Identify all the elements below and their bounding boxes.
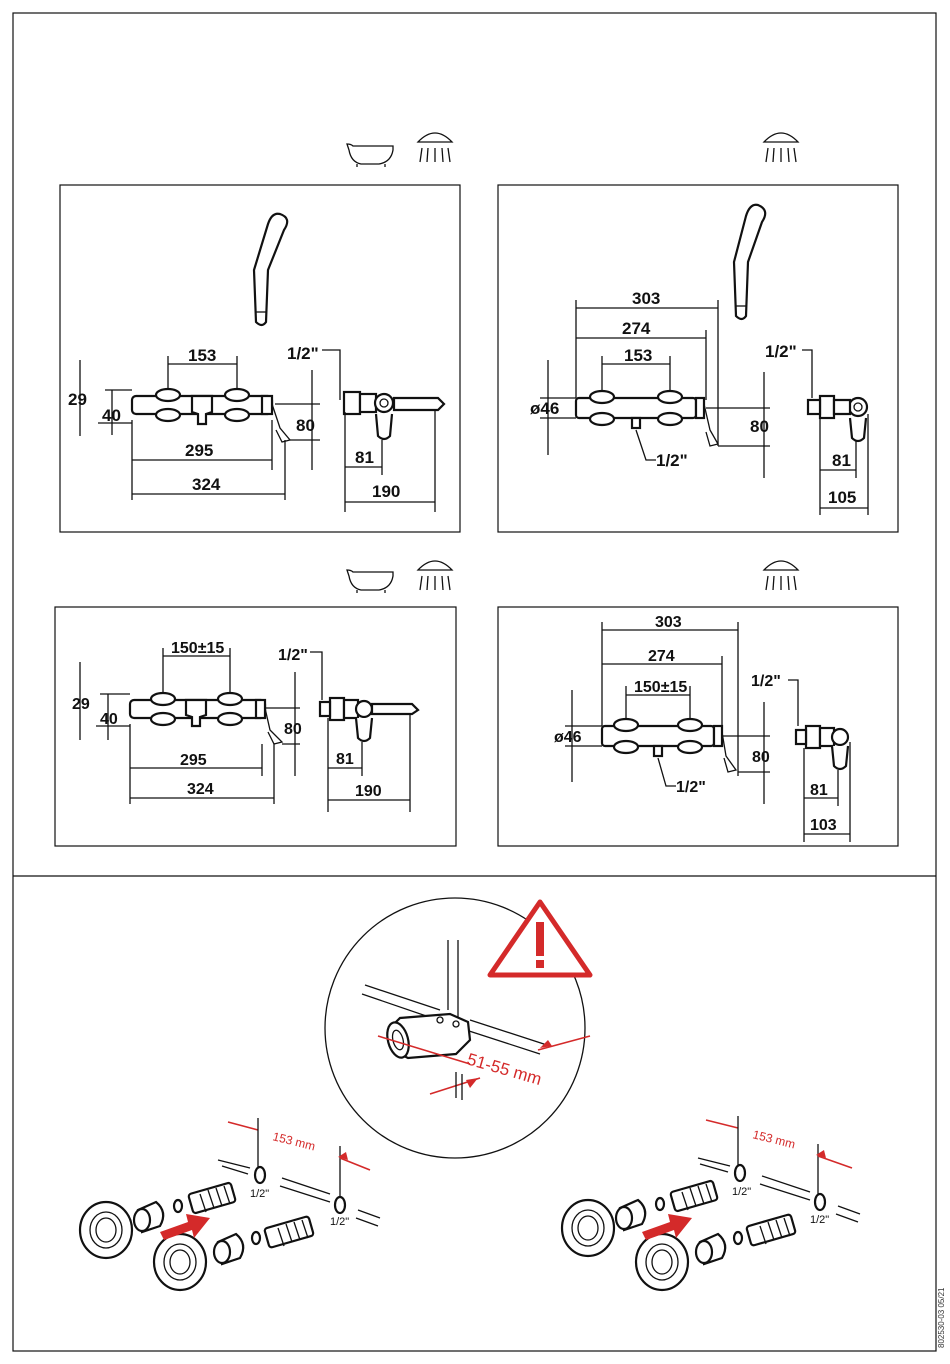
dim-side-b: 103	[810, 817, 837, 834]
dim-diameter: ø46	[554, 729, 582, 746]
dim-overall: 324	[192, 475, 221, 494]
dim-depth: 40	[100, 711, 118, 728]
spacing-label-left: 153 mm	[271, 1129, 316, 1153]
left-assembly: 153 mm 1/2" 1/2"	[80, 1118, 380, 1290]
dim-outlet: 80	[750, 417, 769, 436]
dim-side-a: 81	[355, 448, 374, 467]
dim-height: 29	[72, 696, 90, 713]
dim-centers: 150±15	[171, 640, 224, 657]
panel-shower-adj: 303 274 150±15 ø46 1/2" 80 1/2" 81 103	[498, 607, 898, 846]
spacing-label-right: 153 mm	[751, 1127, 796, 1151]
hand-shower	[734, 205, 765, 319]
dim-centers: 153	[188, 346, 216, 365]
bathtub-icon	[347, 570, 393, 593]
dim-side-a: 81	[810, 782, 828, 799]
dim-side-b: 105	[828, 488, 856, 507]
dim-body: 295	[180, 752, 207, 769]
shower-head-icon	[418, 561, 452, 590]
thread-label: 1/2"	[250, 1188, 269, 1200]
shower-head-icon	[764, 133, 798, 162]
dim-diameter: ø46	[530, 399, 559, 418]
dim-body: 274	[648, 648, 675, 665]
dim-total: 303	[655, 614, 682, 631]
dim-thread-bottom: 1/2"	[656, 451, 688, 470]
dim-total: 303	[632, 289, 660, 308]
dim-centers: 153	[624, 346, 652, 365]
dim-thread-top: 1/2"	[751, 673, 781, 690]
dim-thread-bottom: 1/2"	[676, 779, 706, 796]
shower-head-icon	[418, 133, 452, 162]
document-id: 802530-03 05/21	[937, 1287, 946, 1348]
dim-overall: 324	[187, 781, 214, 798]
panel-shower-46: 303 274 153 ø46 1/2" 80 1/2" 81 105	[498, 185, 898, 532]
dim-side-b: 190	[355, 783, 382, 800]
dim-side-a: 81	[336, 751, 354, 768]
dim-thread-top: 1/2"	[765, 342, 797, 361]
bathtub-icon	[347, 144, 393, 167]
dim-outlet: 80	[296, 416, 315, 435]
dim-body: 295	[185, 441, 213, 460]
shower-head-icon	[764, 561, 798, 590]
thread-label: 1/2"	[732, 1186, 751, 1198]
thread-label: 1/2"	[330, 1216, 349, 1228]
right-assembly: 153 mm 1/2" 1/2"	[562, 1116, 860, 1290]
dim-thread: 1/2"	[278, 647, 308, 664]
dim-height: 29	[68, 390, 87, 409]
thread-label: 1/2"	[810, 1214, 829, 1226]
dim-outlet: 80	[752, 749, 770, 766]
dim-body: 274	[622, 319, 651, 338]
dim-outlet: 80	[284, 721, 302, 738]
dim-thread: 1/2"	[287, 344, 319, 363]
panel-bath-shower-46: 153 29 40 295 324 80 1/2" 81 190	[60, 185, 460, 532]
dim-side-a: 81	[832, 451, 851, 470]
hand-shower	[254, 214, 287, 325]
panel-bath-shower-adj: 150±15 29 40 295 324 80 1/2" 81 190	[55, 607, 456, 846]
dim-side-b: 190	[372, 482, 400, 501]
dim-centers: 150±15	[634, 679, 687, 696]
dim-depth: 40	[102, 406, 121, 425]
